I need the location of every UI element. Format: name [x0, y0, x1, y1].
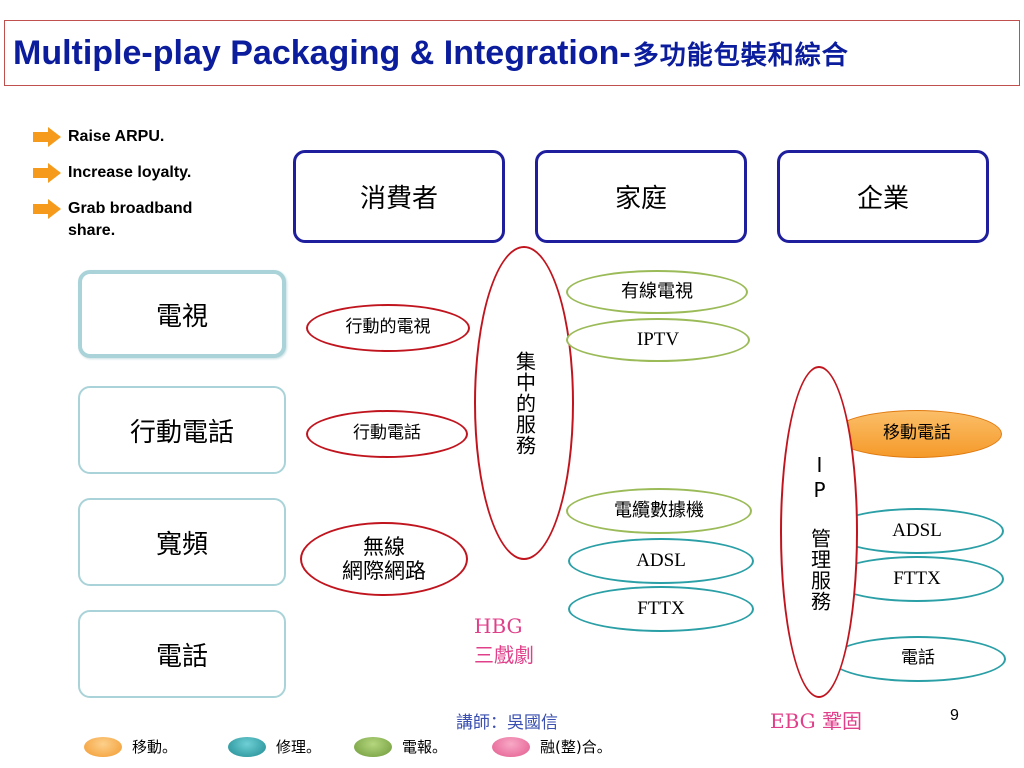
ebg-label: EBG 鞏固: [770, 709, 863, 733]
legend-swatch-pink: [492, 736, 530, 757]
legend-label: 融(整)合。: [540, 738, 612, 756]
bullet-text: Grab broadband share.: [68, 200, 193, 239]
top-box-home: 家庭: [535, 150, 747, 243]
ellipse-telephone-right: 電話: [830, 636, 1006, 682]
left-box-tv: 電視: [78, 270, 286, 358]
bullet-grab-broadband: Grab broadband share.: [32, 198, 232, 242]
ellipse-mobile-phone: 行動電話: [306, 410, 468, 458]
top-box-consumer: 消費者: [293, 150, 505, 243]
ellipse-centralized-service: 集中的服務: [474, 246, 574, 560]
bullet-text: Increase loyalty.: [68, 164, 192, 181]
legend-label: 移動。: [132, 738, 178, 756]
legend-item-integration: 融(整)合。: [492, 736, 612, 757]
page-number: 9: [950, 707, 959, 724]
top-box-enterprise: 企業: [777, 150, 989, 243]
ellipse-cable-modem: 電纜數據機: [566, 488, 752, 534]
legend-swatch-green: [354, 736, 392, 757]
hbg-label: HBG 三戲劇: [474, 614, 534, 667]
legend-swatch-orange: [84, 736, 122, 757]
arrow-right-icon: [33, 163, 61, 183]
instructor-label: 講師：吳國信: [456, 713, 558, 733]
legend-label: 修理。: [276, 738, 322, 756]
ellipse-adsl-right: ADSL: [830, 508, 1004, 554]
legend-label: 電報。: [402, 738, 448, 756]
legend-item-mobile: 移動。: [84, 736, 177, 757]
bullet-raise-arpu: Raise ARPU.: [32, 126, 164, 148]
centralized-service-label: 集中的服務: [512, 350, 537, 456]
ellipse-iptv: IPTV: [566, 318, 750, 362]
legend-swatch-teal: [228, 736, 266, 757]
bullet-text: Raise ARPU.: [68, 128, 165, 145]
title-box: Multiple-play Packaging & Integration- 多…: [4, 20, 1020, 86]
title-chinese: 多功能包裝和綜合: [632, 40, 849, 71]
left-box-telephone: 電話: [78, 610, 286, 698]
legend-item-repair: 修理。: [228, 736, 321, 757]
ellipse-adsl-middle: ADSL: [568, 538, 754, 584]
ellipse-wireless-internet: 無線 網際網路: [300, 522, 468, 596]
ellipse-cable-tv: 有線電視: [566, 270, 748, 314]
arrow-right-icon: [33, 199, 61, 219]
ellipse-ip-managed-service: IP 管理服務: [780, 366, 858, 698]
arrow-right-icon: [33, 127, 61, 147]
ellipse-mobile-phone-right: 移動電話: [832, 410, 1002, 458]
ip-managed-service-label: IP 管理服務: [807, 452, 832, 612]
ellipse-mobile-tv: 行動的電視: [306, 304, 470, 352]
legend-item-telegraph: 電報。: [354, 736, 447, 757]
left-box-mobile-phone: 行動電話: [78, 386, 286, 474]
bullet-increase-loyalty: Increase loyalty.: [32, 162, 191, 184]
ellipse-fttx-middle: FTTX: [568, 586, 754, 632]
title-english: Multiple-play Packaging & Integration-: [13, 33, 631, 72]
left-box-broadband: 寬頻: [78, 498, 286, 586]
